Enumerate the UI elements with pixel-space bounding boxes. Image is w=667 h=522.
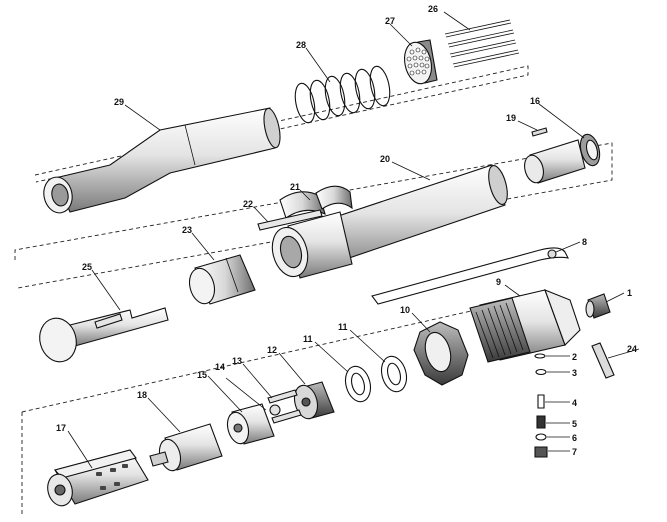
part-label-4: 4	[572, 398, 577, 408]
collar-ring	[271, 211, 353, 279]
part-label-2: 2	[572, 352, 577, 362]
part-24-pin	[591, 342, 615, 379]
part-label-11b: 11	[303, 334, 313, 344]
part-label-13: 13	[232, 356, 242, 366]
part-label-10: 10	[400, 305, 410, 315]
part-4-pin	[537, 394, 545, 409]
part-22-key	[257, 209, 323, 231]
part-label-19: 19	[506, 113, 516, 123]
part-label-8: 8	[582, 237, 587, 247]
part-2-washer	[534, 353, 546, 359]
part-11-washer-a	[344, 365, 372, 403]
part-6-washer	[535, 433, 547, 441]
part-label-28: 28	[296, 40, 306, 50]
part-label-22: 22	[243, 199, 253, 209]
part-label-17: 17	[56, 423, 66, 433]
part-label-29: 29	[114, 97, 124, 107]
part-label-14: 14	[215, 362, 225, 372]
part-11-washer-b	[380, 355, 408, 393]
small-stack-parts	[534, 353, 548, 458]
part-label-11a: 11	[338, 322, 348, 332]
part-label-6: 6	[572, 433, 577, 443]
part-label-16: 16	[530, 96, 540, 106]
part-label-21: 21	[290, 182, 300, 192]
part-label-18: 18	[137, 390, 147, 400]
part-label-25: 25	[82, 262, 92, 272]
part-27-disc	[404, 39, 438, 85]
part-7-cap	[534, 446, 548, 458]
part-9-housing	[469, 289, 581, 363]
part-23-sleeve	[188, 254, 256, 305]
part-label-3: 3	[572, 368, 577, 378]
part-29-tube	[43, 107, 281, 214]
part-15-cup	[226, 403, 275, 445]
leader-lines	[67, 11, 640, 469]
part-5-spring	[536, 415, 546, 429]
part-28-spring	[294, 65, 391, 124]
part-26-pins	[444, 19, 520, 68]
part-label-15: 15	[197, 370, 207, 380]
part-label-26: 26	[428, 4, 438, 14]
group-boundary-lower	[21, 299, 521, 515]
part-label-12: 12	[267, 345, 277, 355]
part-label-27: 27	[385, 16, 395, 26]
part-1-fitting	[585, 293, 611, 319]
part-label-1: 1	[627, 288, 632, 298]
part-3-washer	[535, 368, 547, 376]
part-label-24: 24	[627, 344, 637, 354]
part-13-14-pins	[267, 389, 302, 424]
part-17-nozzle	[47, 449, 149, 507]
part-25-piston	[39, 307, 169, 363]
part-labels: 1 2 3 4 5 6 7 8 9 10 11 11 12 13 14 15 1…	[56, 4, 637, 457]
group-boundary-upper	[34, 65, 529, 183]
part-label-9: 9	[496, 277, 501, 287]
part-8-handle	[371, 247, 569, 305]
part-label-7: 7	[572, 447, 577, 457]
part-19-pin	[531, 127, 548, 137]
part-label-20: 20	[380, 154, 390, 164]
part-label-5: 5	[572, 419, 577, 429]
part-21-sleeve	[279, 185, 353, 219]
part-16-bushing	[524, 133, 601, 184]
part-10-nut	[413, 321, 469, 386]
part-12-valve	[293, 381, 335, 420]
part-label-23: 23	[182, 225, 192, 235]
part-18-cylinder	[149, 423, 223, 472]
